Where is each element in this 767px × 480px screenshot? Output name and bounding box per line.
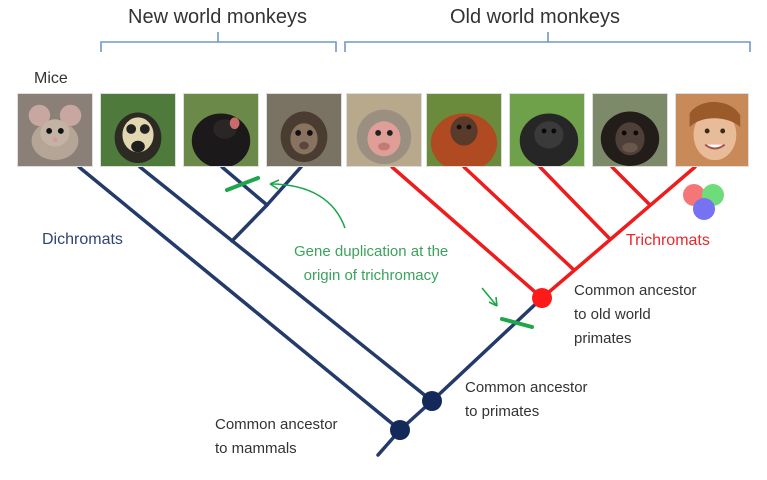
common-ancestor-old-world-label: Common ancestor to old world primates [574,279,697,351]
common-ancestor-mammals-label: Common ancestor to mammals [215,413,338,461]
ancestor-old-world-line3: primates [574,330,632,347]
node-primates [422,391,442,411]
node-mammals [390,420,410,440]
macaque-photo [346,93,422,167]
gorilla-branch [538,165,612,241]
duplication-marker-old-world [500,317,534,329]
old-world-bracket [344,32,751,52]
macaque-branch [390,165,544,300]
dichromats-label: Dichromats [42,231,123,248]
gene-duplication-annotation: Gene duplication at the origin of trichr… [294,240,448,288]
primate-to-old-world-branch [430,296,544,403]
new-world-bracket [100,32,337,52]
arrowhead-new-world [269,179,280,190]
howler-capuchin-branch [230,203,269,243]
chimpanzee-branch [610,165,652,207]
human-child-photo [675,93,749,167]
capuchin-monkey-photo [266,93,342,167]
howler-monkey-photo [183,93,259,167]
ancestor-primates-line2: to primates [465,403,540,420]
ancestor-mammals-line2: to mammals [215,440,297,457]
common-ancestor-primates-label: Common ancestor to primates [465,376,588,424]
howler-monkey-branch [220,165,269,207]
arrowhead-old-world [488,296,498,307]
arrow-to-new-world-marker [269,183,346,229]
ancestor-old-world-line1: Common ancestor [574,282,697,299]
orangutan-photo [426,93,502,167]
trichromats-label: Trichromats [626,232,710,249]
node-old-world-primates [532,288,552,308]
arrow-to-old-world-marker [481,287,498,307]
capuchin-monkey-branch [265,165,303,207]
squirrel-monkey-branch [138,165,434,403]
annotation-arrows [269,179,498,307]
rgb-venn-icon [683,184,724,220]
old-world-monkeys-title: Old world monkeys [450,6,621,28]
squirrel-monkey-photo [100,93,176,167]
mice-label: Mice [34,70,68,87]
ancestor-mammals-line1: Common ancestor [215,416,338,433]
gene-duplication-line2: origin of trichromacy [303,267,439,284]
duplication-marker-new-world [225,176,260,192]
gorilla-photo [509,93,585,167]
orangutan-branch [462,165,576,272]
new-world-monkeys-title: New world monkeys [128,6,307,28]
trichromat-branches [390,165,697,300]
human-branch [540,165,697,300]
mouse-branch [77,165,402,432]
mouse-photo [17,93,93,167]
ancestor-old-world-line2: to old world [574,306,651,323]
gene-duplication-line1: Gene duplication at the [294,243,449,260]
chimpanzee-photo [592,93,668,167]
ancestor-primates-line1: Common ancestor [465,379,588,396]
